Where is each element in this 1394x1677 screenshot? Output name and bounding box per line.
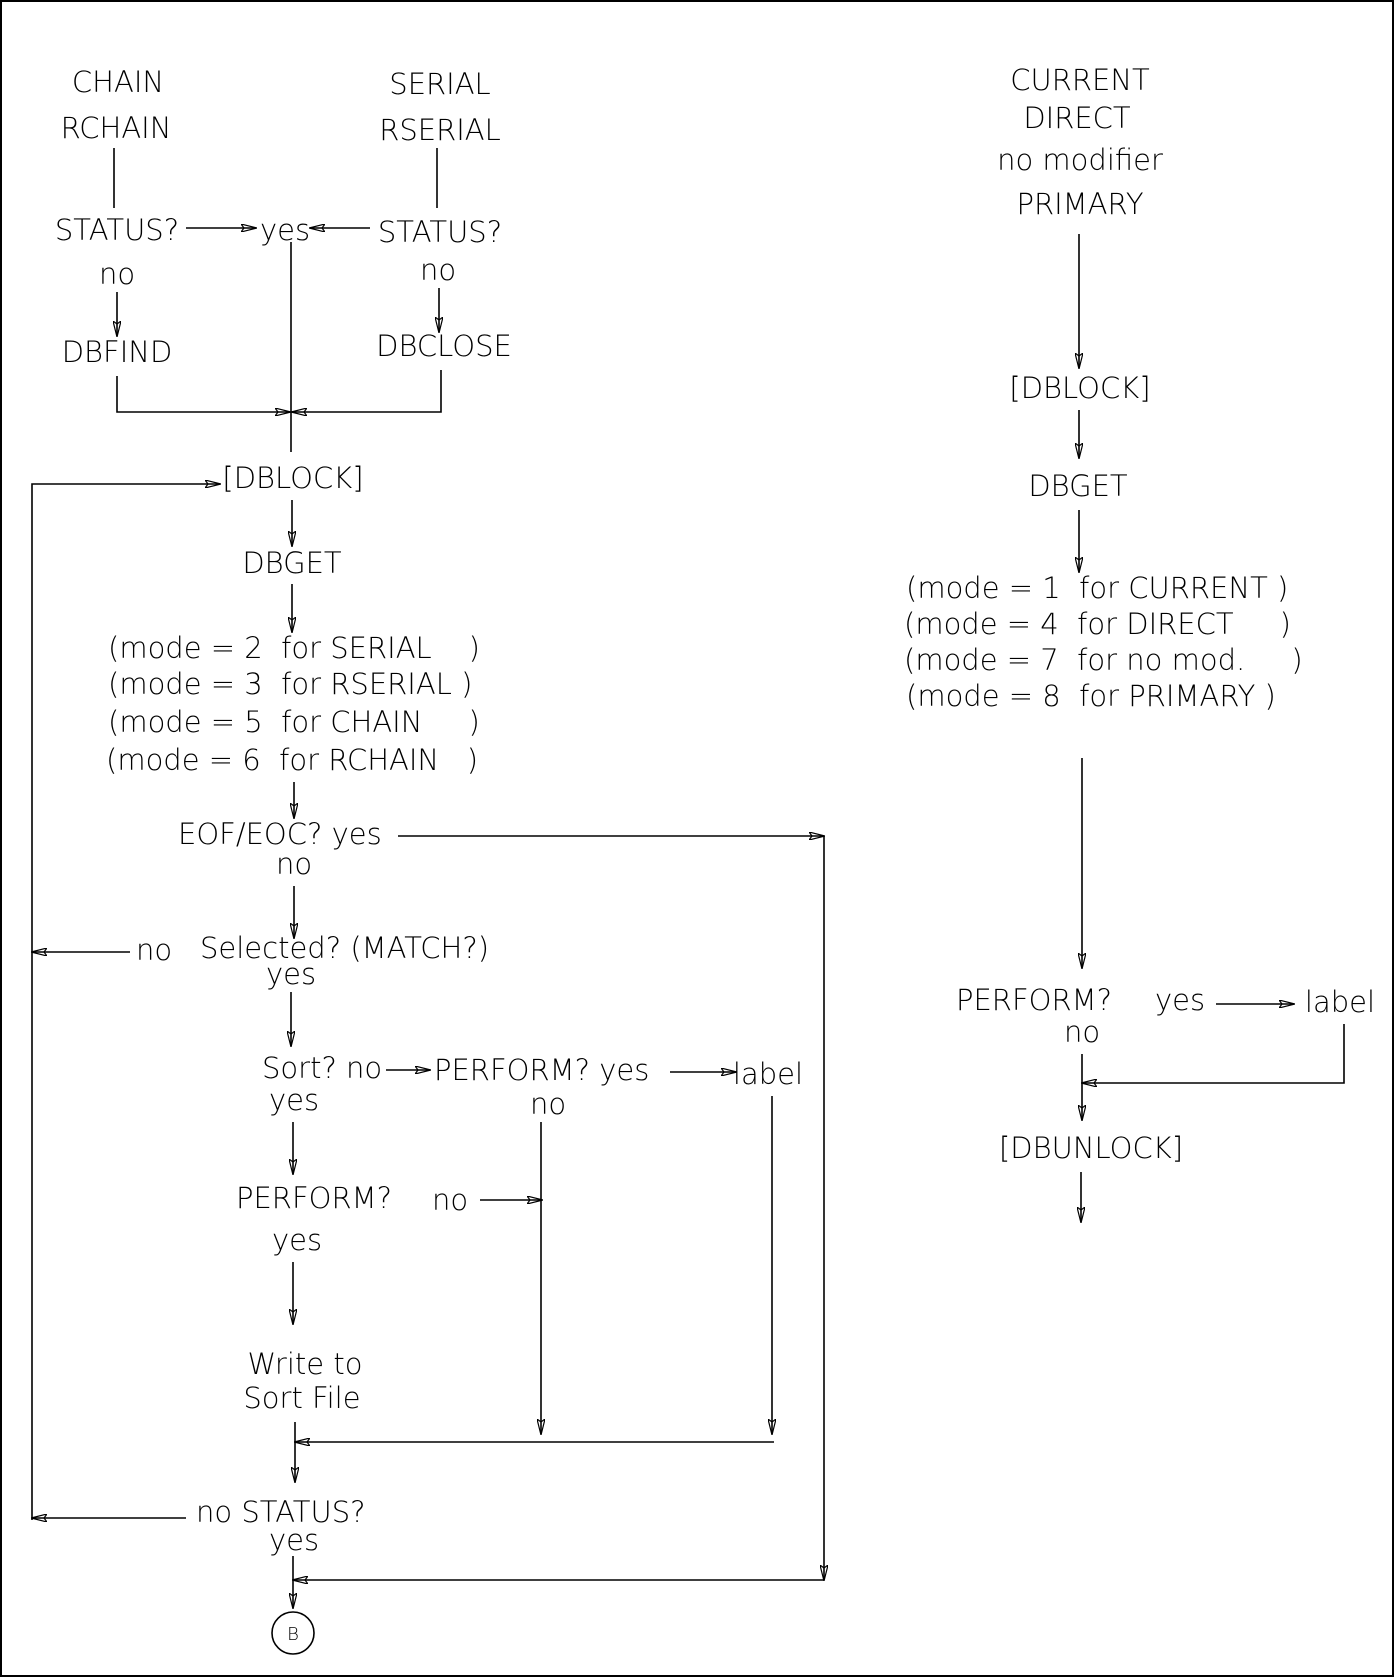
rserial-label: RSERIAL (379, 113, 501, 147)
perform-left-yes-label: yes (272, 1223, 322, 1257)
mode-1-text: (mode = 1 for CURRENT ) (906, 571, 1288, 605)
current-label: CURRENT (1010, 63, 1150, 97)
sel-yes-label: yes (266, 957, 316, 991)
perform-right-no-label: no (1064, 1015, 1100, 1049)
rchain-label: RCHAIN (61, 111, 172, 145)
eof-decision: EOF/EOC? yes (178, 817, 382, 851)
status-left-decision: STATUS? (55, 213, 179, 247)
chain-label: CHAIN (72, 65, 164, 99)
status-bottom-decision: no STATUS? (196, 1495, 366, 1529)
perform-mid-no-label: no (530, 1087, 566, 1121)
no-right-label: no (420, 253, 456, 287)
mode-4-text: (mode = 4 for DIRECT ) (904, 607, 1291, 641)
perform-right-decision: PERFORM? (956, 983, 1112, 1017)
arrow (292, 370, 442, 412)
arrow (116, 376, 290, 412)
mode-2-text: (mode = 2 for SERIAL ) (108, 631, 480, 665)
sort-yes-label: yes (269, 1083, 319, 1117)
status-right-decision: STATUS? (378, 215, 502, 249)
mode-5-text: (mode = 5 for CHAIN ) (108, 705, 480, 739)
dbclose-box: DBCLOSE (376, 329, 512, 363)
mode-7-text: (mode = 7 for no mod. ) (904, 643, 1303, 677)
mode-6-text: (mode = 6 for RCHAIN ) (106, 743, 478, 777)
sort-decision: Sort? no (262, 1051, 382, 1085)
connector-b-circle (271, 1611, 315, 1655)
label-mid-box: label (733, 1057, 803, 1091)
primary-label: PRIMARY (1016, 187, 1143, 221)
direct-label: DIRECT (1023, 101, 1131, 135)
perform-right-yes-label: yes (1155, 983, 1205, 1017)
dbget-right-box: DBGET (1028, 469, 1128, 503)
perform-left-no-label: no (432, 1183, 468, 1217)
perform-mid-decision: PERFORM? yes (434, 1053, 649, 1087)
sel-no-label: no (136, 933, 172, 967)
write-sort-file-line1: Write to (248, 1347, 363, 1381)
perform-left-decision: PERFORM? (236, 1181, 392, 1215)
dbget-left-box: DBGET (242, 546, 342, 580)
serial-label: SERIAL (389, 67, 490, 101)
dblock-right-box: [DBLOCK] (1009, 371, 1150, 405)
dbunlock-box: [DBUNLOCK] (999, 1131, 1183, 1165)
arrow (1082, 1024, 1345, 1083)
connector-b-label: B (287, 1624, 299, 1645)
mode-8-text: (mode = 8 for PRIMARY ) (906, 679, 1276, 713)
dbfind-box: DBFIND (62, 335, 173, 369)
label-right-box: label (1305, 985, 1375, 1019)
selected-decision: Selected? (MATCH?) (200, 931, 489, 965)
status-bottom-yes-label: yes (269, 1523, 319, 1557)
dblock-left-box: [DBLOCK] (222, 461, 363, 495)
eof-no-label: no (276, 847, 312, 881)
no-left-label: no (99, 257, 135, 291)
yes-top-label: yes (260, 213, 310, 247)
mode-3-text: (mode = 3 for RSERIAL ) (108, 667, 472, 701)
write-sort-file-line2: Sort File (243, 1381, 360, 1415)
no-modifier-label: no modifier (997, 143, 1163, 177)
loop-back-line (31, 484, 220, 1520)
